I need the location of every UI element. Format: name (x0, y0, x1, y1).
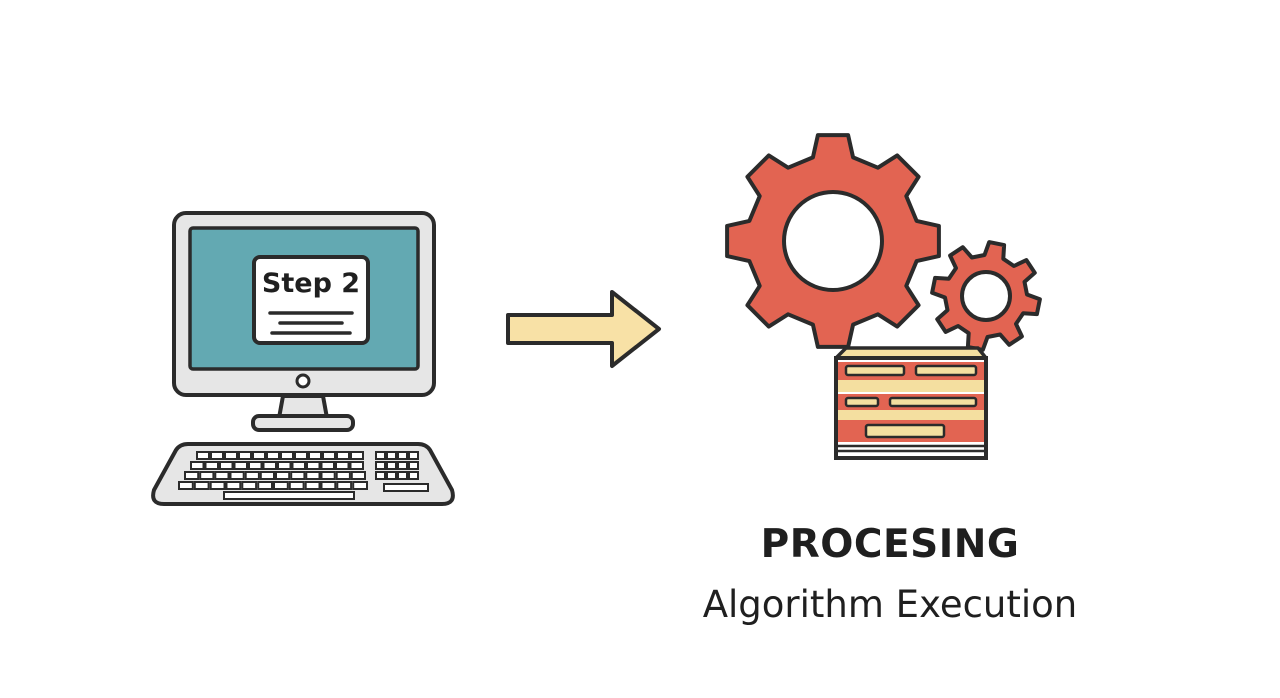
keyboard-key (280, 451, 294, 460)
arrow-right-icon (506, 290, 661, 368)
keyboard-key (306, 461, 321, 470)
keyboard-key (193, 481, 210, 490)
keyboard-key (273, 481, 289, 490)
keyboard-key (320, 471, 336, 480)
keypad-key (397, 461, 408, 470)
keyboard-key (352, 481, 369, 490)
keyboard-key (350, 451, 364, 460)
keyboard-key (204, 461, 219, 470)
keyboard-key (288, 481, 305, 490)
keypad-key (397, 451, 408, 460)
keyboard-key (229, 471, 245, 480)
keyboard-key (214, 471, 230, 480)
keyboard-key (320, 481, 337, 490)
keyboard-key (257, 481, 274, 490)
keyboard-key (335, 471, 351, 480)
keyboard-key (259, 471, 275, 480)
keyboard-key (275, 471, 291, 480)
keypad-key (408, 461, 419, 470)
keyboard-key (244, 471, 260, 480)
keyboard-key (320, 461, 335, 470)
process-title: PROCESING (760, 522, 1020, 567)
keypad-key (383, 483, 429, 492)
keyboard-key (210, 451, 224, 460)
keyboard-key (304, 481, 321, 490)
keyboard-key (209, 481, 226, 490)
keyboard-key (350, 471, 366, 480)
keyboard-key (238, 451, 252, 460)
keyboard-key (190, 461, 205, 470)
keypad-key (375, 471, 386, 480)
keyboard-key (290, 471, 306, 480)
keyboard-key (308, 451, 322, 460)
keyboard-key (266, 451, 280, 460)
keyboard-key (233, 461, 248, 470)
keypad-key (386, 461, 397, 470)
keyboard-key (336, 451, 350, 460)
keyboard-key (291, 461, 306, 470)
keypad-key (375, 451, 386, 460)
keypad-key (408, 451, 419, 460)
large-gear-icon (725, 133, 941, 349)
keyboard-key (349, 461, 364, 470)
keyboard-key (241, 481, 258, 490)
keyboard-key (248, 461, 263, 470)
keyboard-key (252, 451, 266, 460)
keyboard-key (184, 471, 200, 480)
keyboard-key (335, 461, 350, 470)
keyboard-key (322, 451, 336, 460)
keypad-key (386, 471, 397, 480)
keyboard-icon (151, 442, 455, 506)
keyboard-key (224, 451, 238, 460)
keyboard-key (199, 471, 215, 480)
keyboard-key (219, 461, 234, 470)
keyboard-key (262, 461, 277, 470)
small-gear-icon (930, 240, 1042, 352)
screen-card: Step 2 (252, 255, 370, 345)
keypad-key (408, 471, 419, 480)
keyboard-key (225, 481, 242, 490)
keyboard-key (277, 461, 292, 470)
keyboard-key (305, 471, 321, 480)
process-subtitle: Algorithm Execution (702, 583, 1078, 626)
keyboard-key (294, 451, 308, 460)
keyboard-key (196, 451, 210, 460)
screen-card-label: Step 2 (262, 268, 360, 299)
space-bar-key (223, 491, 355, 500)
keypad-key (397, 471, 408, 480)
keyboard-key (178, 481, 194, 490)
data-block-icon (834, 346, 988, 460)
keypad-key (375, 461, 386, 470)
keyboard-key (336, 481, 353, 490)
keypad-key (386, 451, 397, 460)
